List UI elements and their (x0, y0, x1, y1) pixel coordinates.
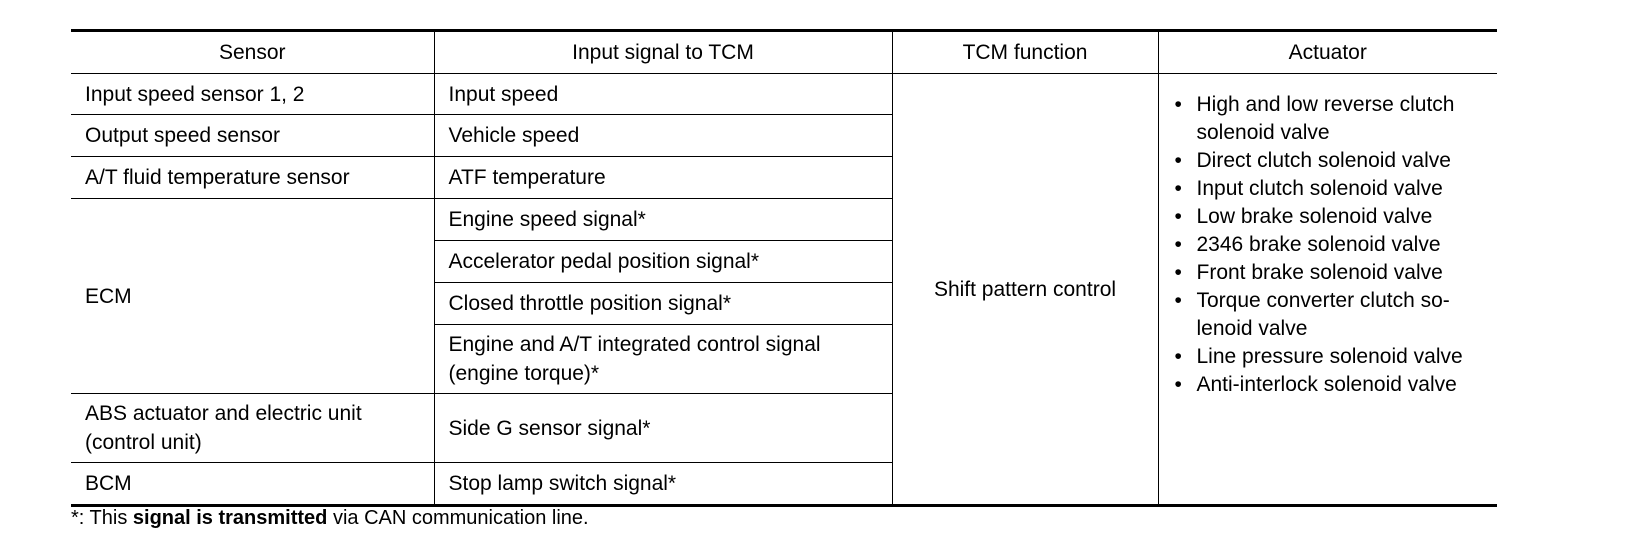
actuator-label: Direct clutch solenoid valve (1196, 149, 1451, 172)
signal-cell: Engine speed signal* (433, 198, 892, 241)
bullet-icon: • (1174, 345, 1182, 368)
list-item: • Anti-interlock solenoid valve (1173, 371, 1492, 399)
table-row: BCM Stop lamp switch signal* (71, 462, 1497, 506)
footnote-prefix: : This (78, 507, 133, 529)
sensor-cell: Input speed sensor 1, 2 (71, 73, 435, 115)
table-row: Output speed sensor Vehicle speed (71, 114, 1497, 157)
bullet-icon: • (1174, 233, 1182, 256)
signal-cell: Vehicle speed (433, 114, 892, 157)
list-item: • Front brake solenoid valve (1173, 259, 1492, 287)
signal-cell: Side G sensor signal* (433, 393, 892, 463)
sensor-cell: ECM (71, 198, 435, 394)
actuator-label: Low brake solenoid valve (1196, 205, 1433, 228)
header-actuator: Actuator (1157, 30, 1497, 74)
list-item: • Line pressure solenoid valve (1173, 343, 1492, 371)
bullet-icon: • (1174, 373, 1182, 396)
actuator-label: Torque converter clutch so-lenoid valve (1196, 289, 1450, 340)
signal-cell: ATF temperature (433, 156, 892, 199)
signal-cell: Stop lamp switch signal* (433, 462, 892, 506)
signal-cell: Closed throttle position signal* (434, 282, 892, 325)
footnote-bold-text: signal is transmitted (132, 507, 328, 529)
signal-cell: Input speed (433, 73, 893, 115)
bullet-icon: • (1174, 149, 1182, 172)
tcm-function-cell: Shift pattern control (891, 73, 1159, 506)
bullet-icon: • (1174, 205, 1182, 228)
signal-cell: Accelerator pedal position signal* (434, 240, 892, 283)
actuator-label: High and low reverse clutch solenoid val… (1196, 93, 1455, 144)
sensor-cell: A/T fluid temperature sensor (71, 156, 435, 199)
bullet-icon: • (1174, 93, 1182, 116)
list-item: • Torque converter clutch so-lenoid valve (1173, 287, 1492, 343)
list-item: • Low brake solenoid valve (1173, 203, 1492, 231)
table-row: Input speed sensor 1, 2 Input speed Shif… (71, 73, 1497, 506)
sensor-cell: Output speed sensor (71, 114, 435, 157)
footnote-marker: * (71, 507, 79, 529)
list-item: • 2346 brake solenoid valve (1173, 231, 1492, 259)
bullet-icon: • (1174, 289, 1182, 312)
tcm-input-output-table: Sensor Input signal to TCM TCM function … (71, 29, 1497, 507)
signal-cell: Engine and A/T integrated control signal… (434, 324, 892, 394)
header-tcm-function: TCM function (891, 30, 1159, 74)
header-sensor: Sensor (71, 30, 435, 74)
actuator-list: • High and low reverse clutch solenoid va… (1173, 91, 1492, 399)
header-input-signal: Input signal to TCM (433, 30, 893, 74)
table-row: Closed throttle position signal* (71, 282, 1497, 325)
list-item: • Input clutch solenoid valve (1173, 175, 1492, 203)
table-row: Engine and A/T integrated control signal… (71, 324, 1497, 394)
bullet-icon: • (1174, 261, 1182, 284)
actuator-label: Input clutch solenoid valve (1196, 177, 1443, 200)
footnote-suffix: via CAN communication line. (327, 507, 589, 529)
footnote: *: This signal is transmitted via CAN co… (71, 505, 589, 531)
actuator-cell: • High and low reverse clutch solenoid va… (1157, 73, 1497, 506)
actuator-label: Line pressure solenoid valve (1196, 345, 1463, 368)
actuator-label: 2346 brake solenoid valve (1196, 233, 1441, 256)
sensor-cell: BCM (71, 462, 435, 506)
table-row: ABS actuator and electric unit (control … (71, 393, 1497, 463)
table-header-row: Sensor Input signal to TCM TCM function … (71, 30, 1497, 74)
sensor-cell: ABS actuator and electric unit (control … (71, 393, 435, 463)
actuator-label: Front brake solenoid valve (1196, 261, 1443, 284)
bullet-icon: • (1174, 177, 1182, 200)
actuator-label: Anti-interlock solenoid valve (1196, 373, 1457, 396)
list-item: • Direct clutch solenoid valve (1173, 147, 1492, 175)
list-item: • High and low reverse clutch solenoid va… (1173, 91, 1492, 147)
table-row: ECM Engine speed signal* (71, 198, 1497, 394)
table-row: Accelerator pedal position signal* (71, 240, 1497, 283)
